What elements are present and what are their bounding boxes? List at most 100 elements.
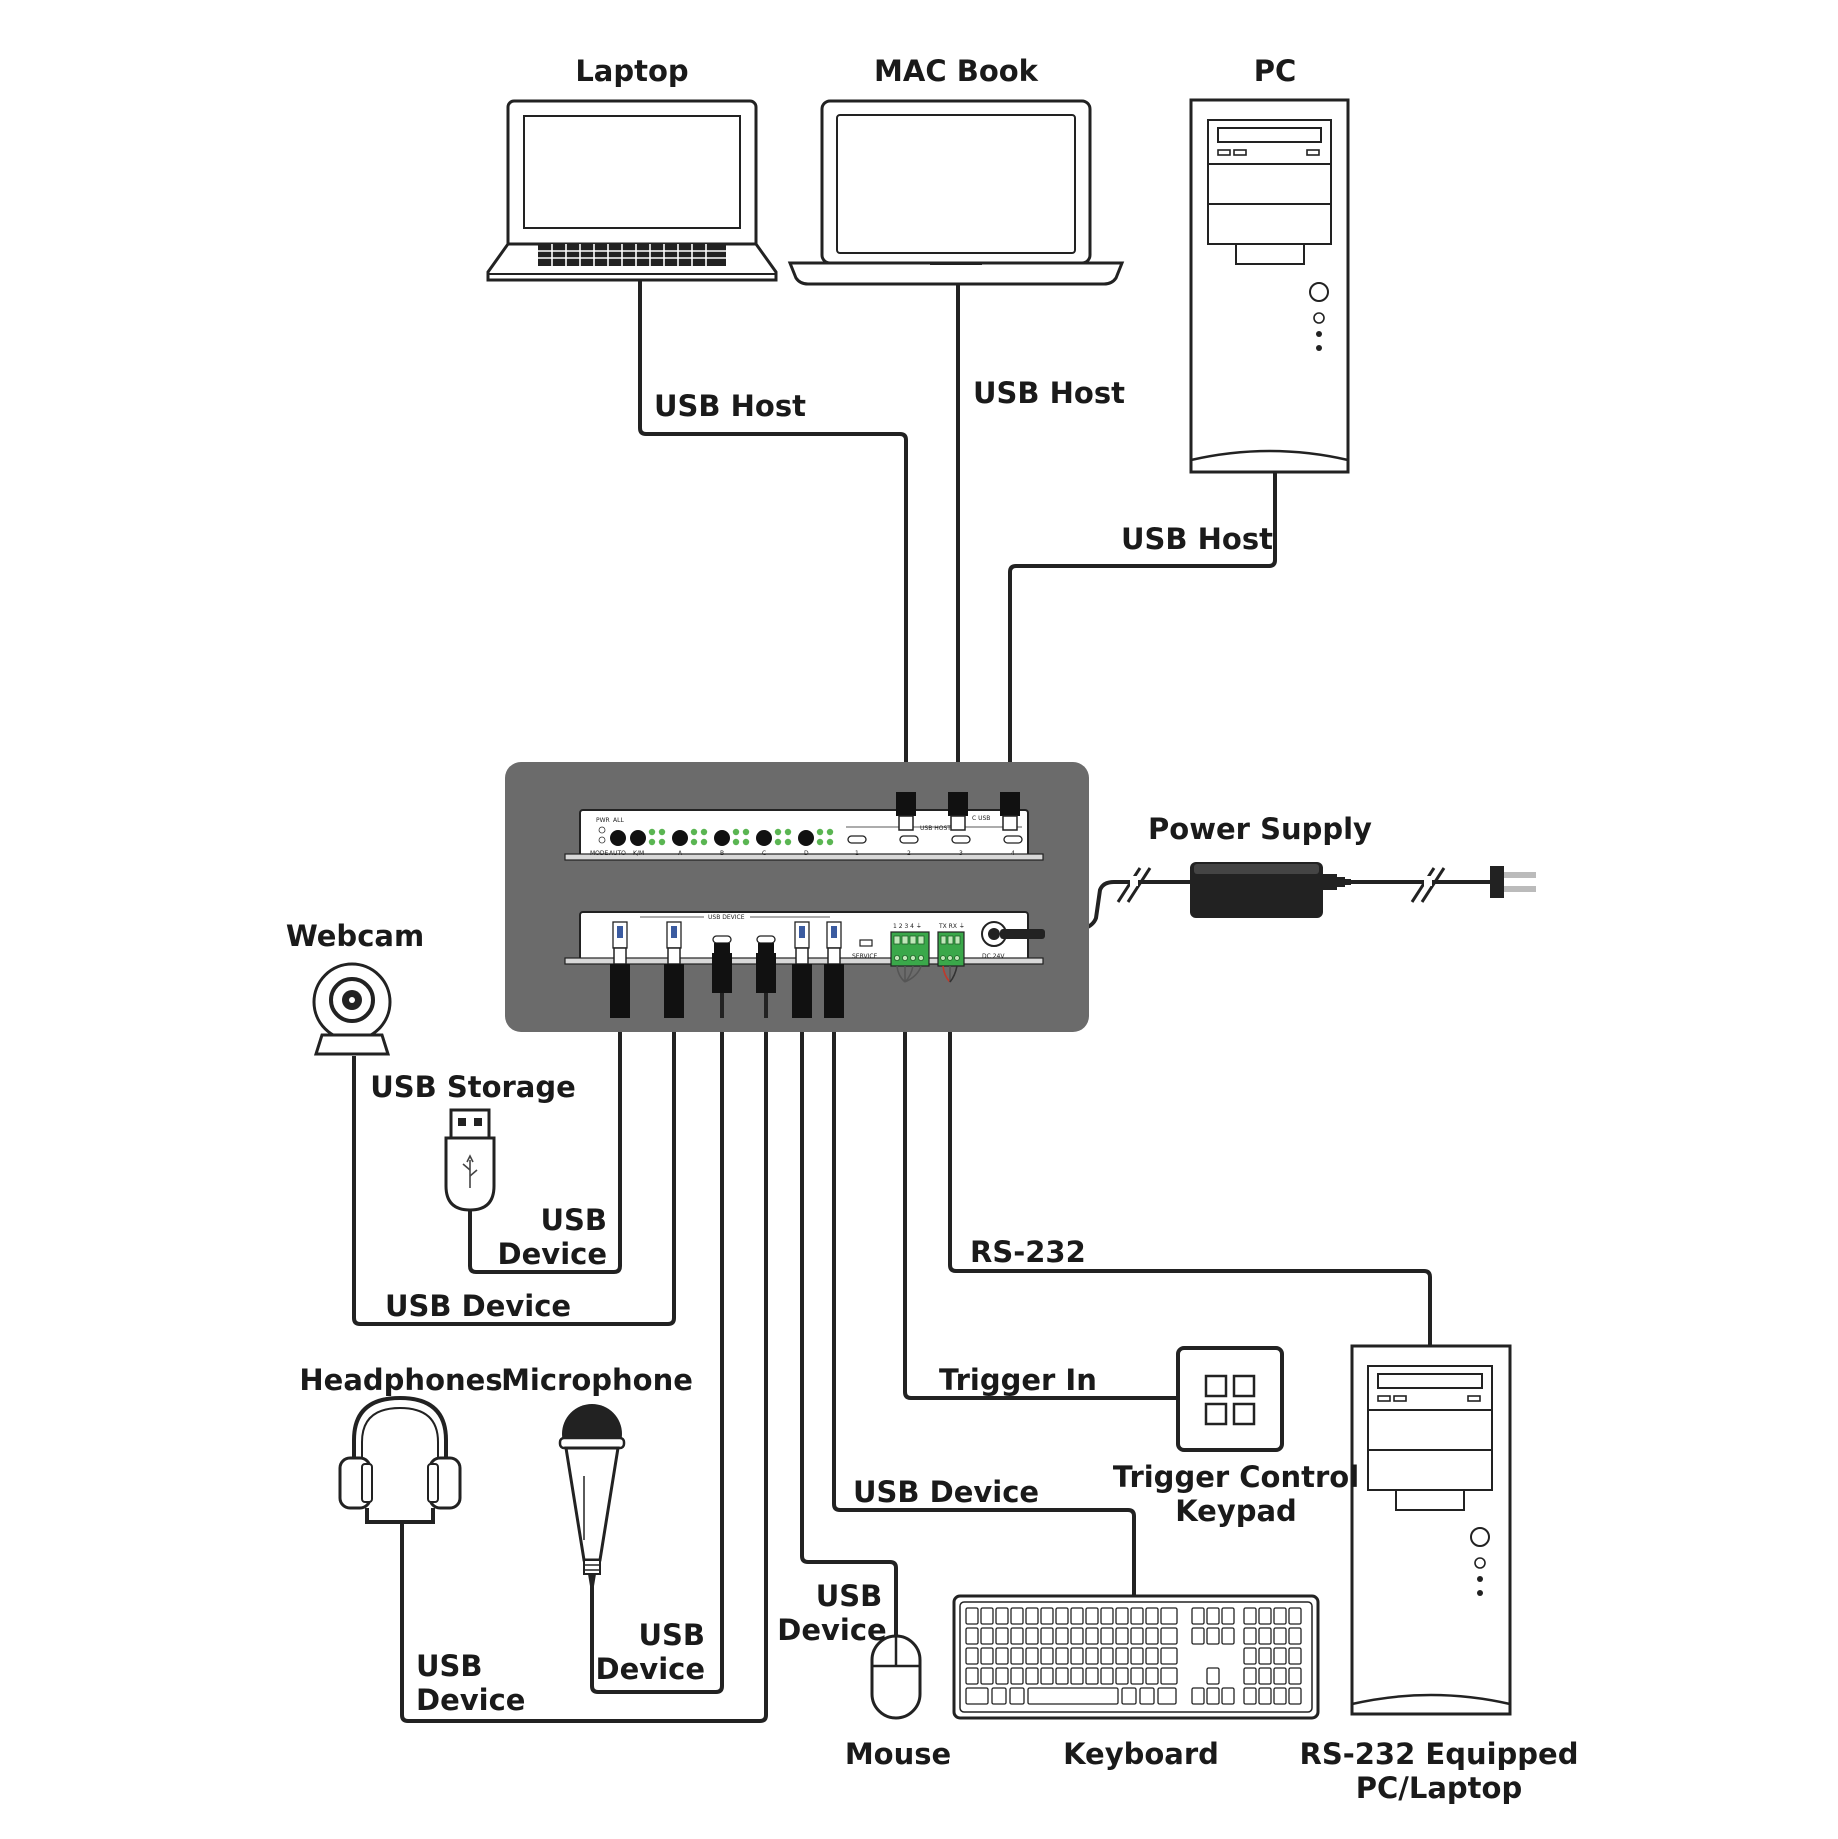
dc-label: DC 24V [982,953,1005,960]
keyboard-key [1040,1607,1054,1625]
keyboard-key [1115,1647,1129,1665]
led-cluster-b [732,828,750,846]
keyboard-key [1085,1667,1099,1685]
keyboard-key [1027,1687,1119,1705]
keyboard-key [1221,1607,1235,1625]
keyboard-key [1070,1627,1084,1645]
rs232-pc-label-line2: PC/Laptop [1356,1771,1522,1805]
keyboard-key [1191,1627,1205,1645]
keyboard-label: Keyboard [1063,1737,1219,1771]
mouse-icon [870,1634,922,1720]
keyboard-key [1288,1627,1302,1645]
keyboard-key [1221,1687,1235,1705]
keyboard-key [1273,1647,1287,1665]
hub-front-panel: PWR ALL MODE AUTO K/M A B [564,792,1044,861]
keyboard-key [1070,1607,1084,1625]
microphone-connection-label-line2: Device [596,1652,705,1686]
keyboard-key [1243,1667,1257,1685]
cable-headphones [400,1018,768,1723]
km-button[interactable] [630,830,646,846]
pwr-label: PWR [596,817,610,824]
keyboard-key [1040,1627,1054,1645]
keyboard-key [1145,1627,1159,1645]
usb-switch-hub: PWR ALL MODE AUTO K/M A B [505,762,1089,1032]
keyboard-key [991,1687,1007,1705]
keyboard-key [1009,1687,1025,1705]
keyboard-key [1100,1607,1114,1625]
keyboard-key [1288,1647,1302,1665]
host-port-1-label: 1 [855,850,859,857]
keyboard-key [1206,1607,1220,1625]
keyboard-key [1288,1607,1302,1625]
keyboard-key [1139,1687,1155,1705]
keyboard-key [1100,1667,1114,1685]
pc-connection-label: USB Host [1121,522,1273,556]
headphones-label: Headphones [299,1363,502,1397]
select-c-button[interactable] [756,830,772,846]
select-d-button[interactable] [798,830,814,846]
trigger-connection-label: Trigger In [939,1363,1097,1397]
headphones-icon [338,1395,462,1524]
service-port[interactable] [859,939,873,947]
keyboard-key [1160,1667,1178,1685]
pc-tower-icon [1189,98,1350,474]
connection-labels: USB Host USB Host USB Host USB Device US… [385,376,1273,1717]
usb-c-device-port-1[interactable] [712,935,732,944]
keyboard-key [1025,1607,1039,1625]
mouse-label: Mouse [845,1737,951,1771]
keyboard-key [1206,1667,1220,1685]
keyboard-key [965,1607,979,1625]
keyboard-key [980,1627,994,1645]
keyboard-key [1243,1687,1257,1705]
rs232-pc-tower-icon [1350,1344,1512,1716]
device-labels: Laptop MAC Book PC Power Supply Webcam U… [286,54,1579,1805]
keyboard-key [995,1667,1009,1685]
macbook-label: MAC Book [874,54,1039,88]
usb-storage-icon [444,1108,496,1212]
cable-webcam [352,1018,676,1326]
keyboard-key [1258,1687,1272,1705]
km-label: K/M [633,850,644,857]
usb-c-host-port-1[interactable] [847,835,867,844]
keyboard-key [1191,1607,1205,1625]
trigger-keypad-icon [1176,1346,1284,1452]
microphone-icon [558,1404,626,1586]
group-d-label: D [804,850,809,857]
keyboard-key [1055,1647,1069,1665]
mode-button[interactable] [610,830,626,846]
usb-device-label: USB DEVICE [708,914,745,921]
usb-c-host-port-2[interactable] [899,835,919,844]
webcam-label: Webcam [286,919,424,953]
rs232-pins-label: TX RX ⏚ [938,923,965,930]
laptop-label: Laptop [575,54,688,88]
keyboard-key [1040,1667,1054,1685]
keyboard-key [980,1667,994,1685]
microphone-connection-label-line1: USB [638,1618,705,1652]
host-port-3-label: 3 [959,850,963,857]
keyboard-key [1070,1647,1084,1665]
macbook-connection-label: USB Host [973,376,1125,410]
keyboard-key [1258,1647,1272,1665]
keyboard-key [1040,1647,1054,1665]
rs232-connection-label: RS-232 [970,1235,1086,1269]
select-a-button[interactable] [672,830,688,846]
keyboard-key [1258,1607,1272,1625]
macbook-icon [787,99,1125,286]
cable-laptop [638,280,908,792]
keyboard-key [1085,1607,1099,1625]
laptop-icon [486,99,778,282]
keyboard-key [1025,1627,1039,1645]
cable-rs232 [948,982,1432,1346]
host-port-2-label: 2 [907,850,911,857]
usb-c-device-port-2[interactable] [756,935,776,944]
keyboard-key [1191,1687,1205,1705]
hub-rear-panel: USB DEVICE SERVICE 1 2 3 4 ⏚ [564,911,1045,1018]
usb-c-host-port-3[interactable] [951,835,971,844]
keyboard-key [1010,1647,1024,1665]
usb-c-host-port-4[interactable] [1003,835,1023,844]
select-b-button[interactable] [714,830,730,846]
keyboard-key [1288,1667,1302,1685]
service-label: SERVICE [852,953,878,960]
